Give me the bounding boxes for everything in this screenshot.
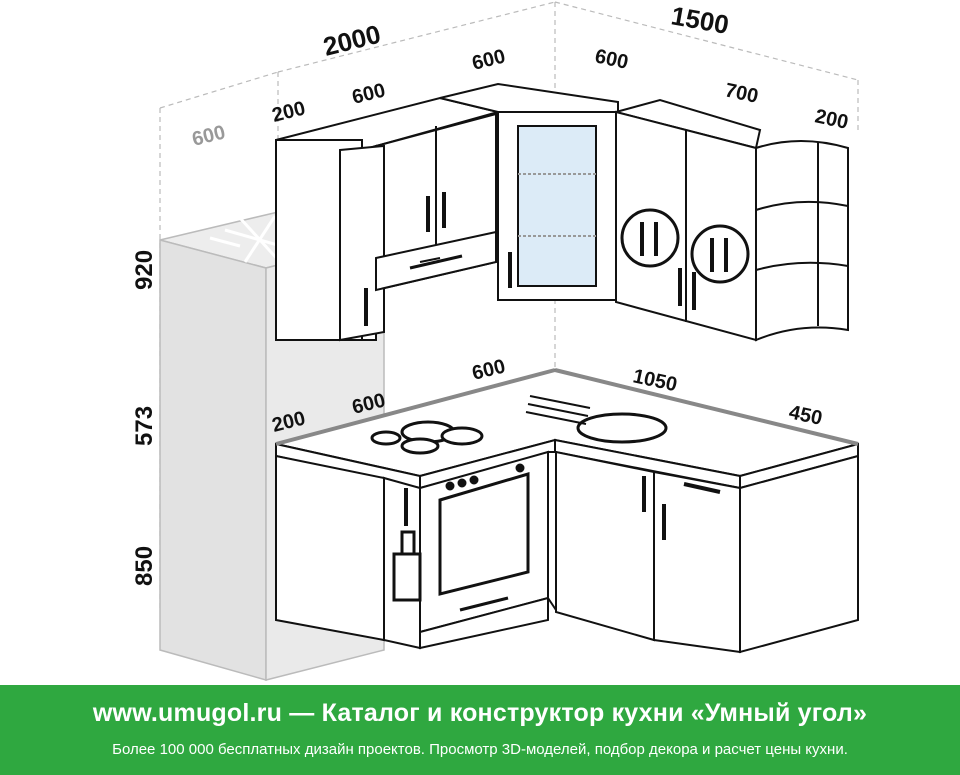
upper-handles-left: [364, 192, 446, 326]
banner-subtitle: Более 100 000 бесплатных дизайн проектов…: [112, 741, 848, 758]
dim-fridge-depth: 600: [190, 121, 228, 150]
promo-banner: www.umugol.ru — Каталог и конструктор ку…: [0, 685, 960, 775]
corner-glass-cabinet: [439, 82, 619, 301]
kitchen-diagram: 2000 1500 200 600 600 600 700 200 600 92…: [131, 0, 859, 681]
dim-height-upper: 920: [131, 250, 158, 290]
upper-cabinets-left: [275, 96, 502, 342]
base-cabinets: [275, 450, 859, 654]
hob: [370, 420, 484, 455]
upper-handles-right: [678, 268, 696, 310]
dim-lower-corner-600: 600: [470, 355, 508, 384]
open-shelves: [755, 140, 849, 342]
dim-lower-right-450: 450: [787, 401, 824, 429]
dim-height-base: 850: [131, 546, 158, 586]
dim-height-gap: 573: [131, 406, 158, 446]
dim-upper-corner-right-600: 600: [593, 45, 630, 73]
base-handles: [404, 476, 721, 540]
banner-title: Каталог и конструктор кухни «Умный угол»: [321, 699, 868, 727]
dim-upper-right-200: 200: [813, 105, 850, 133]
oven: [438, 463, 530, 612]
sink: [525, 395, 668, 444]
fork-knife-icon: [620, 208, 750, 284]
dim-upper-right-700: 700: [723, 79, 760, 107]
dim-upper-left-200: 200: [270, 97, 308, 126]
banner-dash: —: [289, 699, 315, 727]
bottle-icon: [392, 530, 422, 602]
banner-title-line: www.umugol.ru — Каталог и конструктор ку…: [0, 699, 960, 728]
dim-top-left-total: 2000: [320, 19, 383, 62]
site-link[interactable]: www.umugol.ru: [92, 699, 283, 727]
dim-upper-left-600: 600: [350, 79, 388, 108]
dim-upper-corner-left-600: 600: [470, 45, 508, 74]
